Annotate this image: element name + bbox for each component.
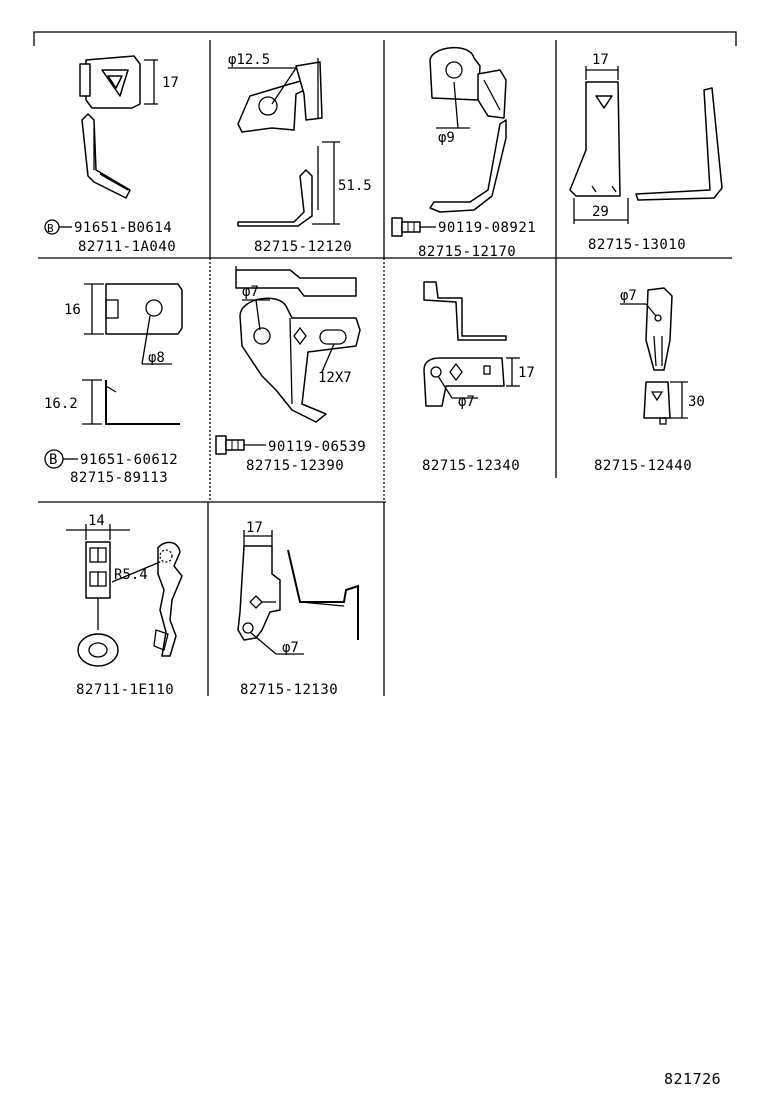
diagram-id: 821726 bbox=[664, 1070, 721, 1088]
dimension-label: 17 bbox=[246, 520, 263, 536]
part-number: 82715-12170 bbox=[418, 244, 516, 260]
bracket-drawing bbox=[79, 55, 141, 199]
dimension-17: 17 bbox=[506, 357, 535, 387]
dimension-label: 29 bbox=[592, 204, 609, 220]
dimension-label: 30 bbox=[688, 394, 705, 410]
cell-82711-1E110: 14 R5.4 82711-1E110 bbox=[66, 513, 183, 698]
dimension-14: 14 bbox=[66, 513, 130, 540]
dimension-dia-7: φ7 bbox=[437, 375, 478, 410]
part-number: 82715-13010 bbox=[588, 237, 686, 253]
bracket-drawing bbox=[105, 283, 183, 425]
dimension-label: 51.5 bbox=[338, 178, 372, 194]
grid-frame bbox=[33, 31, 737, 696]
cell-82715-12440: φ7 30 82715-12440 bbox=[594, 287, 705, 474]
dimension-label: 17 bbox=[162, 75, 179, 91]
dimension-16-2: 16.2 bbox=[44, 379, 102, 425]
bracket-drawing bbox=[235, 266, 361, 423]
clip-drawing bbox=[77, 541, 183, 667]
dimension-17: 17 bbox=[243, 520, 273, 546]
bracket-drawing bbox=[569, 81, 723, 201]
dimension-label: 14 bbox=[88, 513, 105, 529]
bracket-drawing bbox=[423, 281, 507, 407]
dimension-label: 17 bbox=[592, 52, 609, 68]
dimension-label: φ7 bbox=[242, 284, 259, 300]
part-number: 82715-12130 bbox=[240, 682, 338, 698]
fastener-badge: B bbox=[49, 452, 57, 468]
bracket-drawing bbox=[429, 46, 507, 213]
part-number: 82711-1E110 bbox=[76, 682, 174, 698]
cell-82715-12340: 17 φ7 82715-12340 bbox=[422, 281, 535, 474]
dimension-dia-8: φ8 bbox=[141, 315, 172, 366]
dimension-17: 17 bbox=[585, 52, 619, 80]
dimension-label: φ7 bbox=[620, 288, 637, 304]
dimension-dia-7: φ7 bbox=[242, 284, 270, 331]
part-number: 82711-1A040 bbox=[78, 239, 176, 255]
dimension-r5-4: R5.4 bbox=[111, 561, 161, 583]
cell-82711-1A040: 17 B 91651-B0614 82711-1A040 bbox=[44, 55, 179, 255]
part-number: 82715-89113 bbox=[70, 470, 168, 486]
part-number: 82715-12440 bbox=[594, 458, 692, 474]
cell-82715-13010: 17 29 82715-13010 bbox=[569, 52, 723, 253]
fastener-number: 91651-B0614 bbox=[74, 220, 172, 236]
fastener-number: 91651-60612 bbox=[80, 452, 178, 468]
dimension-16: 16 bbox=[64, 283, 104, 335]
bolt-icon bbox=[391, 217, 421, 237]
cell-82715-12390: φ7 12X7 90119-06539 82715-12390 bbox=[215, 266, 366, 474]
part-number: 82715-12120 bbox=[254, 239, 352, 255]
fastener-number: 90119-06539 bbox=[268, 439, 366, 455]
dimension-12x7: 12X7 bbox=[318, 343, 352, 386]
fastener-badge: B bbox=[47, 222, 54, 235]
dimension-label: φ7 bbox=[458, 394, 475, 410]
bracket-drawing bbox=[237, 58, 323, 227]
dimension-17: 17 bbox=[144, 59, 179, 105]
cell-82715-12130: 17 φ7 82715-12130 bbox=[237, 520, 359, 698]
dimension-label: φ7 bbox=[282, 640, 299, 656]
dimension-dia-9: φ9 bbox=[436, 81, 470, 146]
dimension-label: φ8 bbox=[148, 350, 165, 366]
cell-82715-12120: φ12.5 51.5 82715-12120 bbox=[228, 52, 372, 255]
dimension-label: 16.2 bbox=[44, 396, 78, 412]
cell-82715-89113: 16 φ8 16.2 B 91651-60612 82715-89113 bbox=[44, 283, 183, 486]
dimension-label: φ12.5 bbox=[228, 52, 270, 68]
bracket-drawing bbox=[643, 287, 673, 425]
dimension-label: φ9 bbox=[438, 130, 455, 146]
dimension-label: 17 bbox=[518, 365, 535, 381]
bolt-icon bbox=[215, 435, 245, 455]
dimension-label: 12X7 bbox=[318, 370, 352, 386]
part-number: 82715-12340 bbox=[422, 458, 520, 474]
part-number: 82715-12390 bbox=[246, 458, 344, 474]
dimension-dia-12-5: φ12.5 bbox=[228, 52, 297, 105]
dimension-dia-7: φ7 bbox=[620, 288, 657, 317]
bracket-drawing bbox=[237, 545, 359, 641]
dimension-label: 16 bbox=[64, 302, 81, 318]
dimension-51-5: 51.5 bbox=[312, 141, 372, 225]
cell-82715-12170: φ9 90119-08921 82715-12170 bbox=[391, 46, 536, 260]
dimension-dia-7: φ7 bbox=[249, 631, 304, 656]
fastener-number: 90119-08921 bbox=[438, 220, 536, 236]
dimension-30: 30 bbox=[670, 381, 705, 419]
dimension-29: 29 bbox=[573, 198, 629, 224]
